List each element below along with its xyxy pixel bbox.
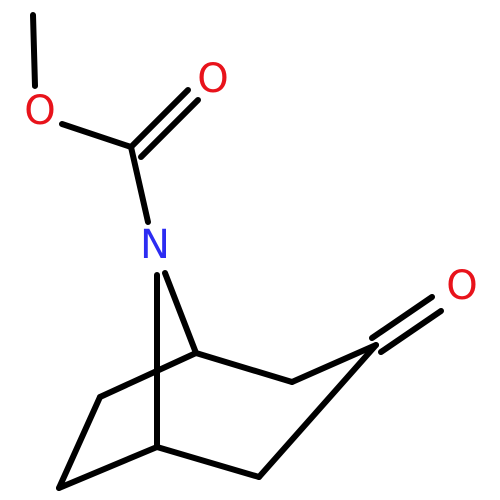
bond-bridgehead-lower-to-ring-ch2-a	[56, 444, 160, 491]
ester-oxygen-label: O	[24, 88, 55, 134]
carbonyl-oxygen-label: O	[197, 56, 228, 102]
bond-ester-oxygen-to-carbonyl-carbon	[59, 121, 134, 150]
bond-carbonyl-double-2	[138, 97, 201, 160]
atom-labels: O O N O	[24, 56, 477, 309]
bond-ch2-to-bridgehead-lower	[154, 444, 262, 480]
bond-ketone-double-2	[378, 308, 444, 355]
bond-bridgehead-upper-to-ch2	[193, 350, 295, 385]
bonds	[30, 12, 444, 491]
bond-carbonyl-double-1	[128, 87, 191, 150]
bond-ring-ch2-b-to-bridgehead-upper	[97, 350, 199, 400]
nitrogen-label: N	[140, 222, 170, 268]
bond-carbonyl-carbon-to-nitrogen	[128, 144, 151, 225]
bond-ch2-to-ketone-carbon	[289, 342, 379, 385]
ketone-oxygen-label: O	[446, 263, 477, 309]
bond-ketone-double-1	[369, 294, 435, 341]
bond-ketone-carbon-to-ch2	[256, 342, 379, 480]
bond-ring-ch2-a-to-ring-ch2-b	[56, 394, 103, 491]
bond-nitrogen-to-bridgehead-upper	[162, 270, 199, 356]
bond-methyl-to-ester-oxygen	[30, 12, 38, 89]
